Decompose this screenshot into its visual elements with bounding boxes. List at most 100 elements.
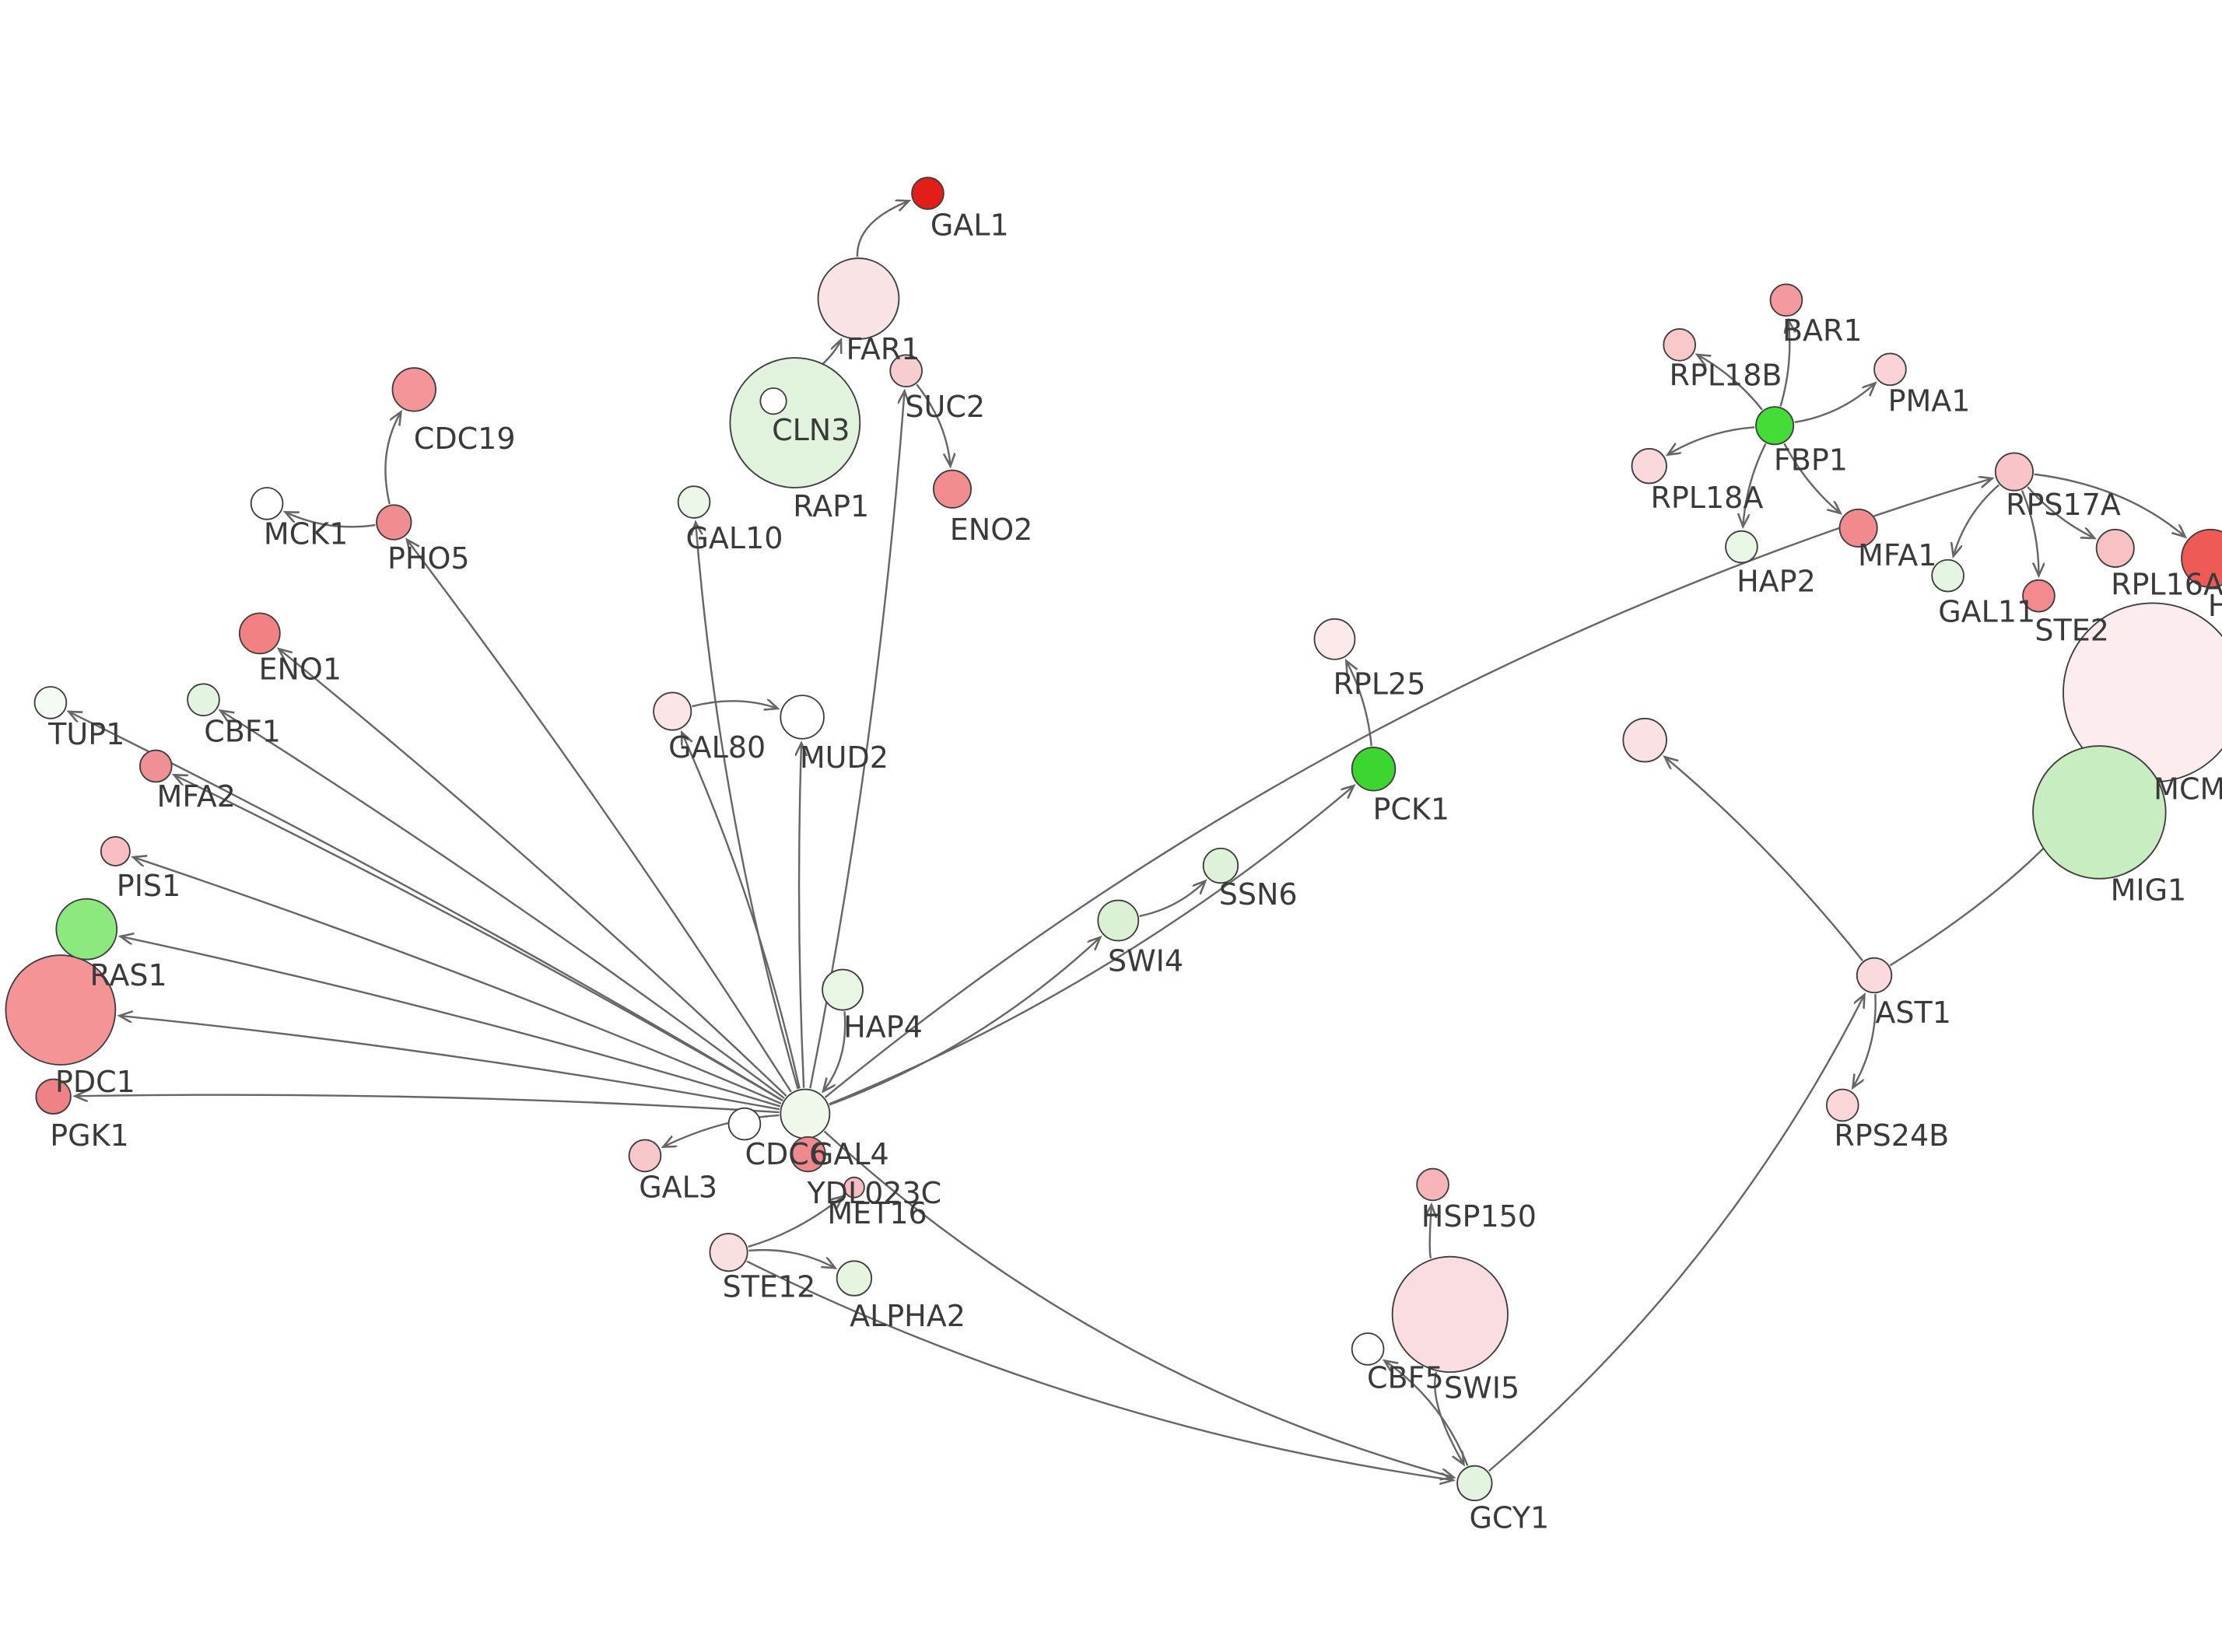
node-label-GAL3: GAL3 [639,1171,717,1205]
edge-GAL4-RPS17A[interactable] [824,478,1992,1098]
node-label-PGK1: PGK1 [50,1118,128,1153]
node-RPL18A[interactable] [1631,447,1667,485]
edge-GAL4-CBF1[interactable] [220,711,785,1100]
edge-FBP1-RPL18A[interactable] [1667,426,1755,454]
node-STE12[interactable] [709,1233,748,1272]
edge-GAL4-PDC1[interactable] [120,1016,780,1111]
edge-FBP1-MFA1[interactable] [1783,443,1840,513]
node-MFA1[interactable] [1838,508,1878,548]
edge-GAL4-RAS1[interactable] [121,936,781,1108]
node-AST1[interactable] [1856,957,1893,994]
edge-SWI4-SSN6[interactable] [1139,881,1206,918]
node-PHO5[interactable] [376,504,412,541]
node-HSP150[interactable] [1416,1167,1449,1202]
edge-PHO5-CDC19[interactable] [384,412,401,505]
edge-GAL80-MUD2[interactable] [692,701,777,709]
edge-GCY1-AST1[interactable] [1488,995,1865,1472]
node-SWI4[interactable] [1097,899,1140,942]
node-CDC6[interactable] [727,1107,762,1141]
node-HAP2[interactable] [1725,530,1758,564]
node-PMA1[interactable] [1873,352,1907,387]
node-ENO2[interactable] [932,469,973,509]
node-GAL3[interactable] [628,1139,662,1173]
edge-SWI5-HSP150[interactable] [1430,1205,1432,1259]
node-PDC1[interactable] [5,954,117,1066]
node-MFA2[interactable] [138,749,173,783]
edge-GAL4-GAL3[interactable] [663,1114,780,1147]
node-MIG1[interactable] [2032,745,2167,880]
node-PGK1[interactable] [35,1078,72,1115]
node-RPL18B[interactable] [1663,328,1697,362]
edge-AST1-RPS24B[interactable] [1852,994,1877,1087]
edge-GAL4-ENO1[interactable] [279,649,787,1097]
node-label-CLN3: CLN3 [772,413,850,447]
node-CBF5[interactable] [1351,1332,1385,1366]
node-SWI5[interactable] [1391,1255,1509,1374]
edge-FBP1-RPL18B[interactable] [1697,355,1763,411]
node-SUC2[interactable] [889,354,923,388]
node-PIS1[interactable] [100,835,131,866]
edge-STE12-MET16[interactable] [748,1196,843,1248]
edge-FBP1-HAP2[interactable] [1743,443,1767,527]
node-ALPHA2[interactable] [836,1260,873,1297]
edge-RPS17A-STE2[interactable] [2020,490,2039,576]
edge-RPS17A-RPL16A[interactable] [2027,486,2094,538]
node-YDL023C[interactable] [790,1136,826,1173]
node-BAR1[interactable] [1769,283,1803,317]
node-GAL4[interactable] [780,1088,831,1139]
edge-GAL4-MUD2[interactable] [799,743,804,1088]
edge-FBP1-BAR1[interactable] [1779,320,1790,407]
edge-SWI5-GCY1[interactable] [1434,1371,1463,1465]
node-GAL11[interactable] [1931,558,1964,593]
edge-GAL4-PHO5[interactable] [407,540,792,1093]
edge-FAR1-GAL1[interactable] [856,201,909,257]
node-STE2[interactable] [2022,579,2056,613]
node-UNLABELED1[interactable] [1622,717,1667,763]
edge-STE12-GCY1[interactable] [746,1260,1453,1480]
node-RPS17A[interactable] [1994,452,2034,492]
edge-PHO5-MCK1[interactable] [286,512,376,528]
node-RPS24B[interactable] [1825,1088,1859,1122]
node-RAS1[interactable] [55,898,118,961]
node-GAL1[interactable] [911,177,945,210]
node-MCK1[interactable] [250,487,284,520]
node-HIS4[interactable] [2181,528,2222,588]
edge-GAL4-GAL80[interactable] [682,733,801,1089]
edge-AST1-UNLABELED1[interactable] [1665,757,1863,961]
node-ENO1[interactable] [238,612,281,655]
node-HAP4[interactable] [822,968,864,1011]
node-MUD2[interactable] [780,695,825,740]
node-RAP1[interactable] [729,357,861,488]
edge-PCK1-RPL25[interactable] [1346,661,1372,747]
edge-GAL4-MFA2[interactable] [174,775,783,1102]
node-FBP1[interactable] [1755,406,1795,446]
node-GCY1[interactable] [1456,1465,1493,1502]
node-RPL16A[interactable] [2095,528,2135,568]
edge-GAL4-GAL10[interactable] [696,523,799,1090]
edge-RPS17A-GAL11[interactable] [1954,484,2000,556]
node-TUP1[interactable] [33,686,68,719]
edge-GAL4-GCY1[interactable] [823,1130,1454,1478]
node-MET16[interactable] [843,1176,865,1199]
edge-FBP1-PMA1[interactable] [1794,383,1876,424]
node-CLN3[interactable] [759,387,787,415]
edge-SUC2-ENO2[interactable] [916,383,950,466]
node-GAL10[interactable] [677,485,711,519]
edge-STE12-ALPHA2[interactable] [748,1248,835,1268]
edge-GAL4-TUP1[interactable] [68,712,783,1102]
edge-GAL4-PGK1[interactable] [75,1095,780,1114]
node-SSN6[interactable] [1202,847,1239,884]
edge-GAL4-PIS1[interactable] [133,857,782,1105]
node-PCK1[interactable] [1351,746,1397,792]
edge-RPS17A-HIS4[interactable] [2034,473,2185,537]
node-GAL80[interactable] [653,691,692,731]
edge-GAL4-SWI4[interactable] [829,937,1100,1106]
edge-GAL4-PCK1[interactable] [829,786,1354,1105]
node-RPL25[interactable] [1313,618,1356,660]
node-FAR1[interactable] [817,257,900,340]
edge-HAP4-GAL4[interactable] [823,1011,846,1091]
node-CBF1[interactable] [187,683,220,717]
node-CDC19[interactable] [391,367,436,412]
